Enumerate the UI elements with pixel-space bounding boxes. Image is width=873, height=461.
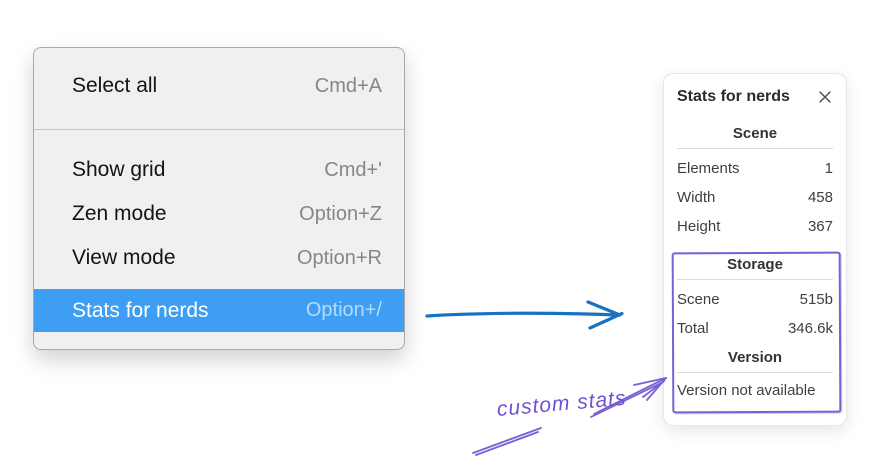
stat-value: 346.6k xyxy=(787,320,833,337)
close-button[interactable] xyxy=(817,89,833,105)
stat-row-elements: Elements 1 xyxy=(677,154,833,183)
divider xyxy=(677,372,833,373)
stat-label: Scene xyxy=(677,291,720,308)
stats-panel: Stats for nerds Scene Elements 1 Width 4… xyxy=(663,73,847,426)
stat-value: 367 xyxy=(807,218,833,235)
menu-item-shortcut: Option+/ xyxy=(305,299,382,321)
section-heading: Version xyxy=(727,349,783,366)
menu-item-shortcut: Option+Z xyxy=(299,202,382,225)
menu-item-label: Show grid xyxy=(72,158,166,181)
section-heading: Storage xyxy=(727,256,783,273)
section-version: Version Version not available xyxy=(677,349,833,399)
annotation-label: custom stats xyxy=(495,386,628,421)
stat-label: Width xyxy=(677,189,716,206)
menu-item-view-mode[interactable]: View mode Option+R xyxy=(34,236,404,280)
menu-item-shortcut: Cmd+A xyxy=(314,74,382,97)
stat-row-height: Height 367 xyxy=(677,212,833,241)
menu-item-label: View mode xyxy=(72,246,176,269)
blue-arrow-icon xyxy=(425,300,624,330)
menu-item-label: Zen mode xyxy=(72,202,167,225)
stats-panel-title: Stats for nerds xyxy=(677,88,790,105)
menu-item-label: Select all xyxy=(72,74,158,97)
stat-row-total-size: Total 346.6k xyxy=(677,314,833,343)
context-menu: Select all Cmd+A Show grid Cmd+' Zen mod… xyxy=(33,47,405,350)
section-heading: Scene xyxy=(732,125,778,142)
stat-label: Height xyxy=(677,218,721,235)
stat-value: 458 xyxy=(807,189,833,206)
menu-item-select-all[interactable]: Select all Cmd+A xyxy=(34,64,404,108)
menu-item-show-grid[interactable]: Show grid Cmd+' xyxy=(34,148,404,192)
stat-label: Elements xyxy=(677,160,740,177)
close-icon xyxy=(819,91,831,103)
stats-panel-header: Stats for nerds xyxy=(677,88,833,106)
menu-item-shortcut: Cmd+' xyxy=(324,158,382,181)
stat-label: Total xyxy=(677,320,709,337)
stat-value: 515b xyxy=(799,291,833,308)
divider xyxy=(677,148,833,149)
menu-item-shortcut: Option+R xyxy=(296,246,382,269)
section-scene: Scene Elements 1 Width 458 Height 367 xyxy=(677,125,833,241)
stat-row-width: Width 458 xyxy=(677,183,833,212)
menu-item-label: Stats for nerds xyxy=(72,298,209,322)
divider xyxy=(677,279,833,280)
stat-value: 1 xyxy=(824,160,833,177)
version-note: Version not available xyxy=(677,382,816,399)
menu-divider xyxy=(34,129,404,130)
section-storage: Storage Scene 515b Total 346.6k xyxy=(677,254,833,343)
stat-row-scene-size: Scene 515b xyxy=(677,285,833,314)
menu-item-zen-mode[interactable]: Zen mode Option+Z xyxy=(34,192,404,236)
menu-item-stats-for-nerds[interactable]: Stats for nerds Option+/ xyxy=(34,289,404,332)
